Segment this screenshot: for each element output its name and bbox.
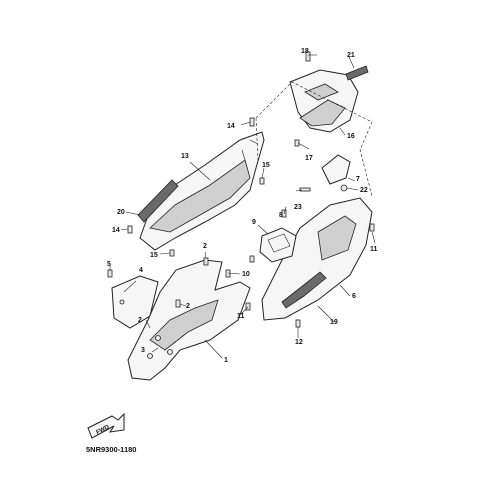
callout-21: 21 xyxy=(347,52,355,59)
callout-14-upper: 14 xyxy=(227,123,235,130)
callout-11-right: 11 xyxy=(370,246,378,253)
callout-8: 8 xyxy=(279,212,283,219)
fastener-screws xyxy=(107,51,375,328)
callout-17: 17 xyxy=(305,155,313,162)
leader-lines xyxy=(109,54,376,359)
callout-22: 22 xyxy=(360,187,368,194)
assembly-dashed-outline xyxy=(255,81,373,197)
callout-15-lower: 15 xyxy=(150,252,158,259)
callout-9: 9 xyxy=(252,219,256,226)
part-20-emblem-strip[interactable] xyxy=(137,179,179,223)
callout-2-c: 2 xyxy=(138,317,142,324)
callout-3: 3 xyxy=(141,347,145,354)
callout-1: 1 xyxy=(224,357,228,364)
callout-23: 23 xyxy=(294,204,302,211)
fwd-arrow-icon: FWD xyxy=(87,412,125,439)
callout-4: 4 xyxy=(139,267,143,274)
part-16-rear-cover[interactable] xyxy=(289,69,359,133)
part-13-side-cover-left[interactable] xyxy=(139,131,265,251)
callout-2-a: 2 xyxy=(203,243,207,250)
callout-13: 13 xyxy=(181,153,189,160)
part-7-tail-lens[interactable] xyxy=(321,154,351,192)
callout-15-upper: 15 xyxy=(262,162,270,169)
callout-19: 19 xyxy=(330,319,338,326)
part-6-side-cover-right[interactable] xyxy=(261,197,373,321)
diagram-code: 5NR9300-1180 xyxy=(86,445,136,454)
callout-2-b: 2 xyxy=(186,303,190,310)
part-21-emblem[interactable] xyxy=(345,65,369,81)
callout-18: 18 xyxy=(301,48,309,55)
callout-16: 16 xyxy=(347,133,355,140)
callout-14-lower: 14 xyxy=(112,227,120,234)
part-9-bracket[interactable] xyxy=(259,227,297,263)
callout-10: 10 xyxy=(242,271,250,278)
callout-11-lower: 11 xyxy=(237,313,245,320)
callout-20: 20 xyxy=(117,209,125,216)
callout-5: 5 xyxy=(107,261,111,268)
callout-12: 12 xyxy=(295,339,303,346)
part-1-floor-cover[interactable] xyxy=(127,259,251,381)
callout-7: 7 xyxy=(356,176,360,183)
callout-6: 6 xyxy=(352,293,356,300)
